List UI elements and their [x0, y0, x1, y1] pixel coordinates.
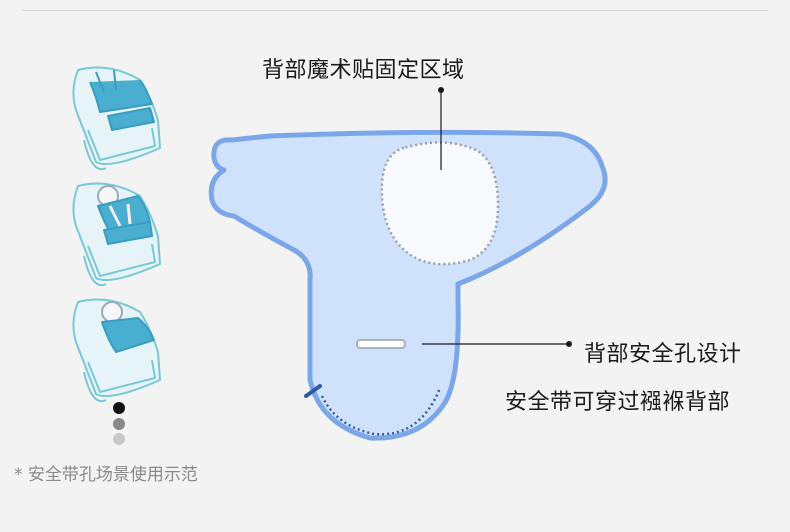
- carousel-dot-2[interactable]: [113, 418, 125, 430]
- velcro-patch: [380, 141, 500, 266]
- velcro-leader-dot: [438, 87, 444, 93]
- safety-hole-sublabel: 安全带可穿过襁褓背部: [505, 390, 731, 415]
- swaddle-shape: [208, 129, 608, 441]
- stitch-line: [320, 387, 442, 436]
- carousel-dot-3[interactable]: [113, 433, 125, 445]
- velcro-area-label: 背部魔术贴固定区域: [262, 58, 465, 83]
- top-divider: [22, 10, 768, 11]
- scene-demo-note: * 安全带孔场景使用示范: [14, 465, 198, 485]
- zipper-tab-icon: [304, 384, 322, 398]
- carousel-dot-active[interactable]: [113, 402, 125, 414]
- car-seat-baby-buckled-icon: [72, 182, 161, 287]
- car-seat-baby-sleeping-icon: [72, 298, 161, 403]
- safety-hole-leader-dot: [566, 341, 572, 347]
- car-seat-baby-strapped-icon: [72, 66, 161, 171]
- safety-hole-slot: [356, 339, 406, 349]
- safety-hole-label: 背部安全孔设计: [584, 342, 742, 367]
